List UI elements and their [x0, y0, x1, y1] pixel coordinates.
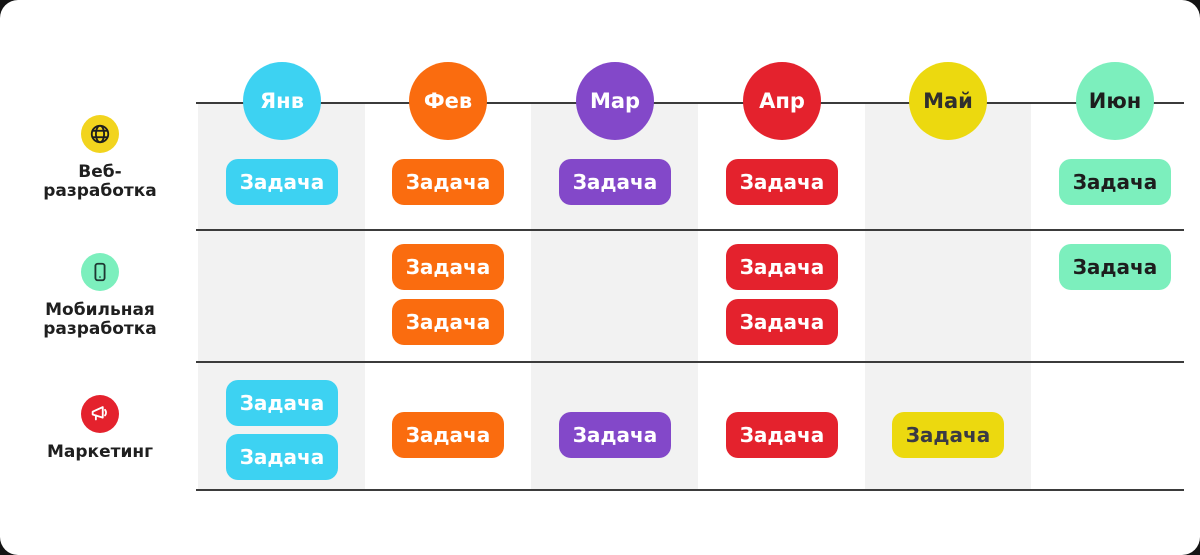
row-header-web: Веб- разработка	[20, 115, 180, 201]
task-chip-mobile-apr-1[interactable]: Задача	[726, 244, 838, 290]
row-divider-3	[196, 489, 1184, 491]
month-label-jun: Июн	[1088, 89, 1142, 113]
row-label-web-line2: разработка	[43, 181, 157, 201]
row-label-marketing-line1: Маркетинг	[46, 442, 154, 462]
month-label-may: Май	[923, 89, 973, 113]
smartphone-icon	[81, 253, 119, 291]
task-chip-web-jun[interactable]: Задача	[1059, 159, 1171, 205]
row-header-mobile: Мобильная разработка	[20, 253, 180, 339]
month-circle-feb: Фев	[409, 62, 487, 140]
month-circle-jun: Июн	[1076, 62, 1154, 140]
megaphone-icon	[81, 395, 119, 433]
row-divider-2	[196, 361, 1184, 363]
month-label-feb: Фев	[423, 89, 473, 113]
row-header-marketing: Маркетинг	[20, 395, 180, 462]
month-label-jan: Янв	[260, 89, 304, 113]
row-label-mobile-line2: разработка	[43, 319, 157, 339]
row-label-web-line1: Веб-	[78, 162, 122, 182]
month-circle-apr: Апр	[743, 62, 821, 140]
month-circle-jan: Янв	[243, 62, 321, 140]
task-chip-marketing-jan-2[interactable]: Задача	[226, 434, 338, 480]
task-chip-marketing-mar[interactable]: Задача	[559, 412, 671, 458]
task-chip-web-feb[interactable]: Задача	[392, 159, 504, 205]
month-label-mar: Мар	[589, 89, 641, 113]
row-label-mobile-line1: Мобильная	[45, 300, 155, 320]
task-chip-mobile-jun[interactable]: Задача	[1059, 244, 1171, 290]
task-chip-mobile-feb-2[interactable]: Задача	[392, 299, 504, 345]
task-chip-web-apr[interactable]: Задача	[726, 159, 838, 205]
task-chip-marketing-may[interactable]: Задача	[892, 412, 1004, 458]
task-chip-marketing-feb[interactable]: Задача	[392, 412, 504, 458]
row-divider-1	[196, 229, 1184, 231]
month-circle-may: Май	[909, 62, 987, 140]
task-chip-web-mar[interactable]: Задача	[559, 159, 671, 205]
task-chip-mobile-apr-2[interactable]: Задача	[726, 299, 838, 345]
timeline-axis-line	[196, 102, 1184, 104]
task-chip-mobile-feb-1[interactable]: Задача	[392, 244, 504, 290]
month-label-apr: Апр	[759, 89, 805, 113]
month-circle-mar: Мар	[576, 62, 654, 140]
globe-icon	[81, 115, 119, 153]
task-chip-marketing-apr[interactable]: Задача	[726, 412, 838, 458]
task-chip-web-jan[interactable]: Задача	[226, 159, 338, 205]
task-chip-marketing-jan-1[interactable]: Задача	[226, 380, 338, 426]
